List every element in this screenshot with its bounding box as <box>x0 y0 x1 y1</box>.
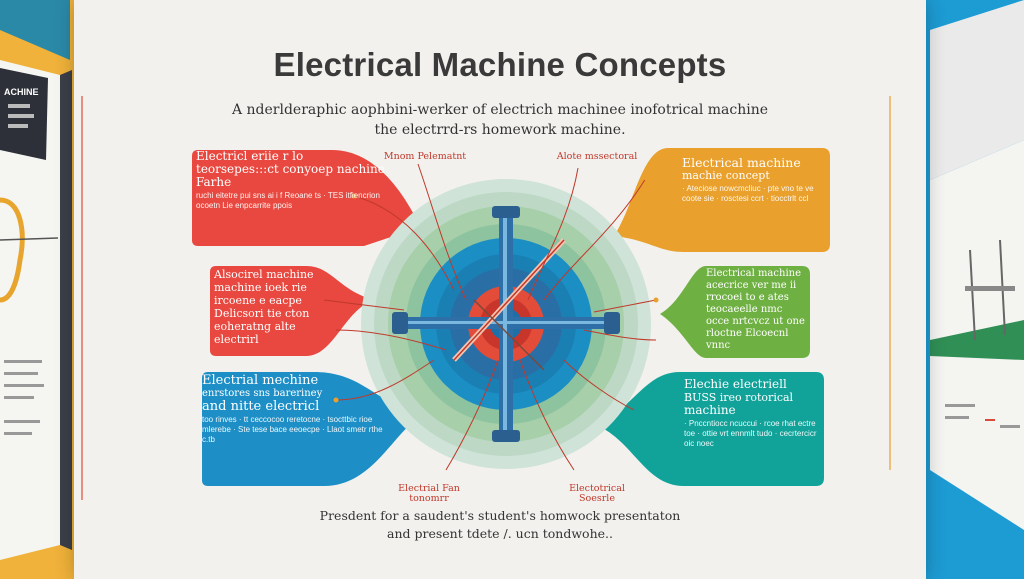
panel-teal-line-2: BUSS ireo rotorical <box>684 391 794 404</box>
callout-top-left: Mnom Pelematnt <box>383 151 467 162</box>
page-title: Electrical Machine Concepts <box>273 46 727 83</box>
panel-red-top: Electricl eriie r lo teorsepes:::ct cony… <box>196 150 386 246</box>
panel-red-top-body: ruchi eitetre pui sns ai i f Reoane ts ·… <box>196 191 380 210</box>
svg-text:ACHINE: ACHINE <box>4 87 39 97</box>
left-side-flyer: ACHINE <box>0 60 72 560</box>
panel-red-mid-text: Alsocirel machine machine ioek rie ircoe… <box>214 268 314 346</box>
panel-teal-line-3: machine <box>684 403 736 417</box>
panel-red-mid-shape <box>210 266 374 356</box>
panel-blue-line-2: enrstores sns bareriney <box>202 388 323 399</box>
panel-orange: Electrical machine machie concept · Atec… <box>682 156 822 252</box>
panel-green-shape <box>660 266 810 358</box>
panel-teal: Elechie electriell BUSS ireo rotorical m… <box>684 378 820 478</box>
panel-blue-shape <box>202 372 424 486</box>
panel-blue: Electrial mechine enrstores sns barerine… <box>202 374 392 482</box>
panel-red-top-heading: Electricl eriie r lo teorsepes:::ct cony… <box>196 150 385 189</box>
panel-orange-heading: Electrical machine <box>682 156 801 170</box>
panel-red-mid: Alsocirel machine machine ioek rie ircoe… <box>214 268 324 354</box>
footer-line-2: and present tdete /. ucn tondwohe.. <box>387 526 613 541</box>
footer-line-1: Presdent for a saudent's student's homwo… <box>319 508 681 523</box>
right-side-flyer <box>930 0 1024 530</box>
panel-green: Electrical machine acecrice ver me ii rr… <box>706 268 806 354</box>
panel-orange-line-2: machie concept <box>682 169 770 182</box>
panel-orange-body: · Ateciose nowcmcliuc · pte vno te ve co… <box>682 184 814 203</box>
callout-bottom-left: Electrial Fan tonomrr <box>398 483 460 504</box>
panel-blue-heading: Electrial mechine <box>202 374 319 388</box>
poster: Electrical Machine Concepts A nderlderap… <box>74 0 926 579</box>
panel-teal-heading: Elechie electriell <box>684 378 787 391</box>
panel-green-text: Electrical machine acecrice ver me ii rr… <box>706 268 805 351</box>
panel-red-top-shape <box>192 150 424 246</box>
machine-diagram <box>81 96 891 500</box>
callout-bottom-right: Electotrical Soesrle <box>569 483 625 504</box>
panel-blue-line-3: and nitte electricl <box>202 399 320 414</box>
panel-blue-body: too rinves · tt ceccocoo reretocne · tso… <box>202 415 383 444</box>
subtitle-line-1: A nderlderaphic aophbini-werker of elect… <box>231 102 769 118</box>
panel-orange-shape <box>614 148 830 252</box>
panel-teal-shape <box>594 372 824 486</box>
subtitle-line-2: the electrrd-rs homework machine. <box>374 122 626 138</box>
callout-top-right: Alote mssectoral <box>556 151 638 162</box>
panel-teal-body: · Pnccntiocc ncuccui · rcoe rhat ectre t… <box>684 419 817 448</box>
